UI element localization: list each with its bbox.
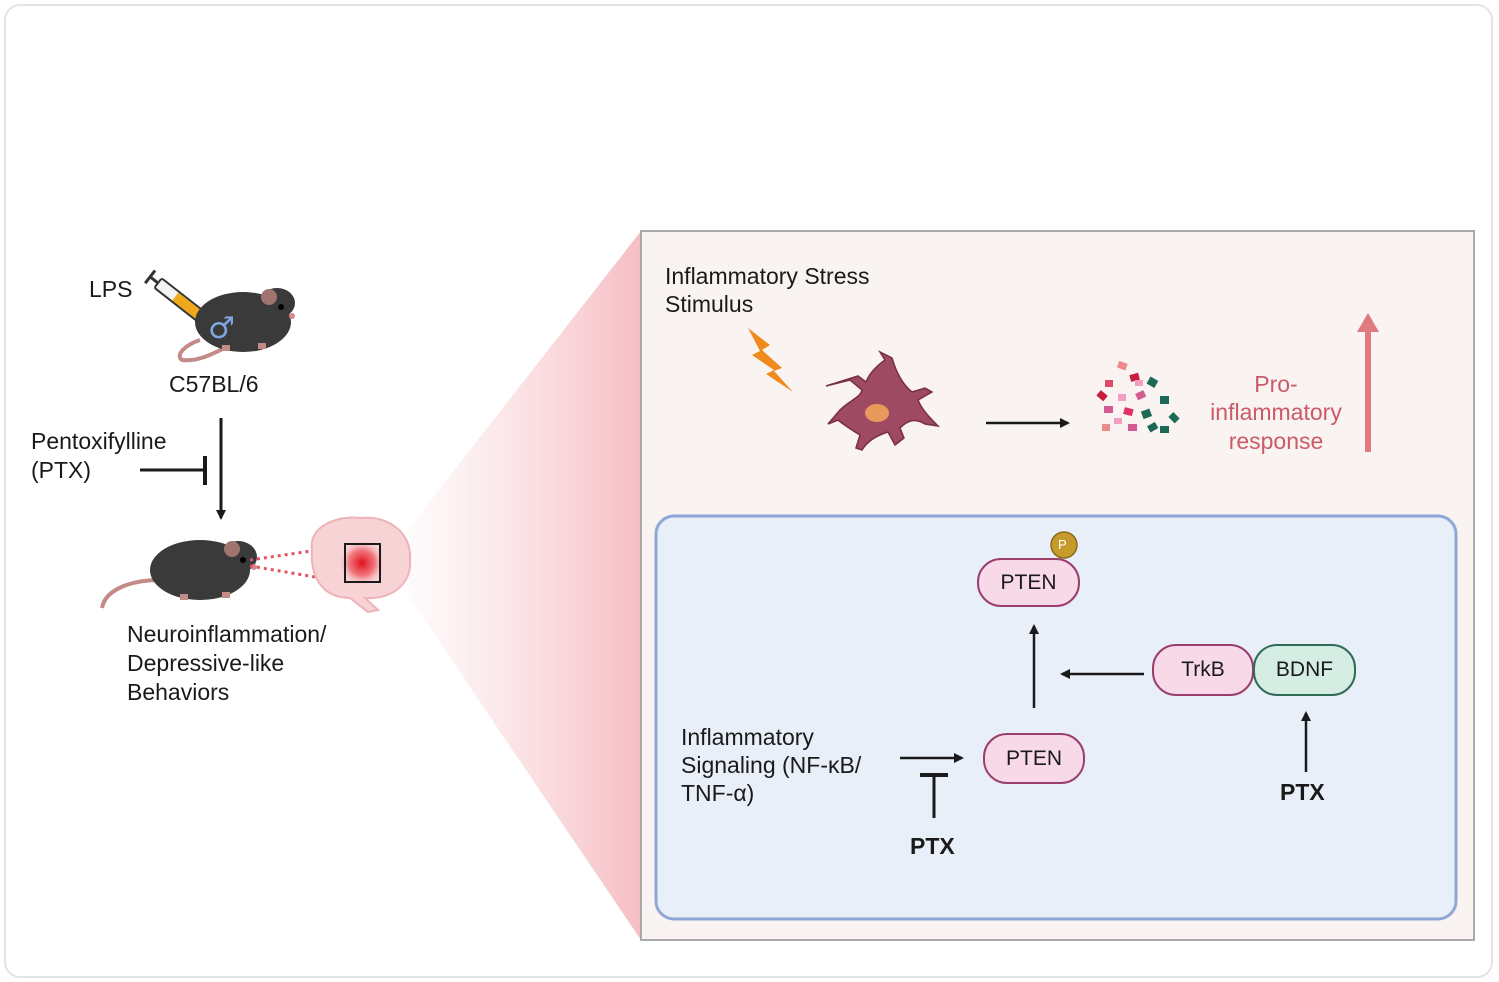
response-label-line3: response [1228,428,1324,454]
signaling-label-line3: TNF-α) [681,780,755,806]
outcome-label-line1: Neuroinflammation/ [127,621,327,647]
pten-phosphorylated-node: PTEN [977,558,1080,607]
response-label-line2: inflammatory [1210,399,1342,425]
outcome-label-line3: Behaviors [127,679,230,705]
mouse-icon-bottom [100,540,257,609]
bdnf-node: BDNF [1253,644,1356,696]
cytokine-cluster-icon [1096,360,1180,433]
brain-icon [310,516,412,614]
drug-label-line2: (PTX) [31,457,92,483]
trkb-node: TrkB [1152,644,1254,696]
signaling-label-line1: Inflammatory [681,724,814,750]
bottom-panel [654,514,1458,921]
lightning-icon [748,328,793,392]
stimulus-label-line2: Stimulus [665,291,754,317]
outcome-label-line2: Depressive-like [127,650,285,676]
signaling-label-line2: Signaling (NF-κB/ [681,752,862,778]
ptx-inhibition-icon [140,456,207,485]
increase-arrow-icon [1357,313,1379,452]
phosphate-label: P [1058,537,1067,552]
zoom-wedge [384,231,641,940]
phosphate-icon [1050,531,1078,559]
ptx-label-right: PTX [1280,779,1325,805]
lps-label: LPS [89,276,133,302]
male-symbol-icon: ♂ [208,311,235,346]
zoom-dotted-lines [249,544,346,584]
ptx-inhibition-icon-bottom [920,773,948,818]
microglia-cell-icon [825,350,941,451]
response-label-line1: Pro- [1254,371,1298,397]
drug-label-line1: Pentoxifylline [31,428,167,454]
mouse-icon-top [177,288,295,363]
stimulus-label-line1: Inflammatory Stress [665,263,870,289]
ptx-label-left: PTX [910,833,955,859]
pten-node: PTEN [983,733,1085,784]
strain-label: C57BL/6 [169,371,259,397]
